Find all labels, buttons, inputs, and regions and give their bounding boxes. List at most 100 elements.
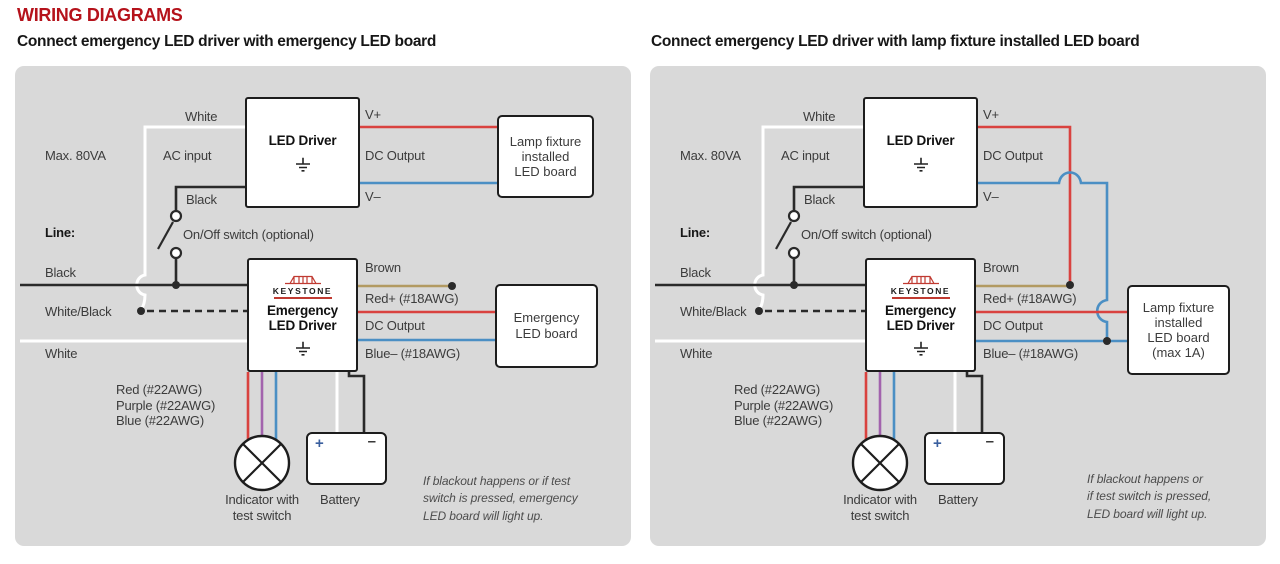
indicator-x (860, 443, 900, 483)
label-blue-18awg: Blue– (#18AWG) (365, 346, 460, 361)
led-driver-box: LED Driver (245, 97, 360, 208)
label-line: Line: (680, 225, 711, 240)
switch-terminal-top (787, 209, 801, 223)
switch-terminal-top (169, 209, 183, 223)
battery-plus-sign: + (933, 435, 942, 452)
label-line-black: Black (45, 265, 76, 280)
blackout-note: If blackout happens or if test switch is… (423, 474, 578, 523)
switch-terminal-bottom (787, 246, 801, 260)
battery-plus-sign: + (315, 435, 324, 452)
label-brown: Brown (365, 260, 401, 275)
junction-dot (790, 281, 798, 289)
red-brown-junction-dot (1066, 281, 1074, 289)
battery-box: + – (306, 432, 387, 485)
label-22awg-wires: Red (#22AWG) Purple (#22AWG) Blue (#22AW… (734, 382, 834, 428)
brand-rule (273, 297, 332, 299)
label-red-18awg: Red+ (#18AWG) (365, 291, 459, 306)
ground-icon (913, 341, 928, 356)
brown-end-dot (448, 282, 456, 290)
switch-blade (157, 221, 174, 250)
label-dc-output-bottom: DC Output (983, 318, 1043, 333)
diagram2-subtitle: Connect emergency LED driver with lamp f… (651, 33, 1140, 50)
emergency-driver-box: KEYSTONE Emergency LED Driver (247, 258, 358, 372)
wiring-lines (20, 125, 497, 492)
keystone-bridge-icon (284, 275, 321, 285)
label-white-top: White (185, 109, 218, 124)
label-max-load: Max. 80VA (680, 148, 741, 163)
blackout-note: If blackout happens or if test switch is… (1087, 472, 1212, 521)
page-title: WIRING DIAGRAMS (17, 5, 183, 25)
emergency-board-box: Emergency LED board (495, 284, 598, 368)
label-dc-output-bottom: DC Output (365, 318, 425, 333)
lamp-fixture-label: Lamp fixture installed LED board (509, 134, 582, 179)
label-v-plus: V+ (365, 107, 381, 122)
label-line-white-black: White/Black (680, 304, 747, 319)
wire-black-battery (347, 372, 366, 432)
led-driver-label: LED Driver (268, 133, 337, 148)
emergency-board-label: Emergency LED board (513, 310, 580, 341)
wire-black-ac (792, 185, 863, 211)
battery-box: + – (924, 432, 1005, 485)
lamp-fixture-box: Lamp fixture installed LED board (497, 115, 594, 198)
diagram-panel-emergency-board: LED Driver Lamp fixture installed LED bo… (15, 66, 631, 546)
switch-blade (775, 221, 792, 250)
label-22awg-wires: Red (#22AWG) Purple (#22AWG) Blue (#22AW… (116, 382, 216, 428)
wire-black-ac (174, 185, 245, 211)
emergency-driver-box: KEYSTONE Emergency LED Driver (865, 258, 976, 372)
ground-icon (913, 157, 928, 172)
diagram1-subtitle: Connect emergency LED driver with emerge… (17, 33, 437, 50)
label-ac-input: AC input (781, 148, 830, 163)
junction-dot (172, 281, 180, 289)
label-black-ac: Black (804, 192, 835, 207)
emergency-driver-label: Emergency LED Driver (885, 303, 956, 333)
label-line-white: White (680, 346, 713, 361)
white-black-start-dot (755, 307, 763, 315)
lamp-fixture-label: Lamp fixture installed LED board (max 1A… (1142, 300, 1215, 360)
diagram-panel-lamp-fixture: LED Driver KEYSTONE Emergency LED Driver… (650, 66, 1266, 546)
wire-white-ac (753, 125, 863, 311)
label-red-18awg: Red+ (#18AWG) (983, 291, 1077, 306)
switch-terminal-bottom (169, 246, 183, 260)
label-ac-input: AC input (163, 148, 212, 163)
wire-black-battery (965, 372, 984, 432)
emergency-driver-label: Emergency LED Driver (267, 303, 338, 333)
ground-icon (295, 341, 310, 356)
wire-white-ac (135, 125, 245, 311)
label-line-white: White (45, 346, 78, 361)
white-black-start-dot (137, 307, 145, 315)
label-line: Line: (45, 225, 76, 240)
label-battery: Battery (938, 492, 978, 507)
label-battery: Battery (320, 492, 360, 507)
label-on-off-switch: On/Off switch (optional) (801, 227, 932, 242)
keystone-brand: KEYSTONE (272, 286, 333, 296)
lamp-fixture-box: Lamp fixture installed LED board (max 1A… (1127, 285, 1230, 375)
label-dc-output-top: DC Output (983, 148, 1043, 163)
led-driver-box: LED Driver (863, 97, 978, 208)
battery-minus-sign: – (985, 433, 994, 450)
label-v-plus: V+ (983, 107, 999, 122)
battery-minus-sign: – (367, 433, 376, 450)
label-line-black: Black (680, 265, 711, 280)
label-dc-output-top: DC Output (365, 148, 425, 163)
wiring-lines (655, 125, 1127, 492)
wire-red-vplus (978, 125, 1072, 285)
label-v-minus: V– (365, 189, 381, 204)
label-max-load: Max. 80VA (45, 148, 106, 163)
label-black-ac: Black (186, 192, 217, 207)
brand-rule (891, 297, 950, 299)
indicator-x (242, 443, 282, 483)
ground-icon (295, 157, 310, 172)
label-blue-18awg: Blue– (#18AWG) (983, 346, 1078, 361)
label-white-top: White (803, 109, 836, 124)
keystone-brand: KEYSTONE (890, 286, 951, 296)
label-line-white-black: White/Black (45, 304, 112, 319)
wire-blue-vminus (978, 171, 1109, 341)
label-indicator: Indicator with test switch (843, 492, 917, 523)
blue-junction-dot (1103, 337, 1111, 345)
label-indicator: Indicator with test switch (225, 492, 299, 523)
led-driver-label: LED Driver (886, 133, 955, 148)
label-on-off-switch: On/Off switch (optional) (183, 227, 314, 242)
label-brown: Brown (983, 260, 1019, 275)
keystone-bridge-icon (902, 275, 939, 285)
label-v-minus: V– (983, 189, 999, 204)
